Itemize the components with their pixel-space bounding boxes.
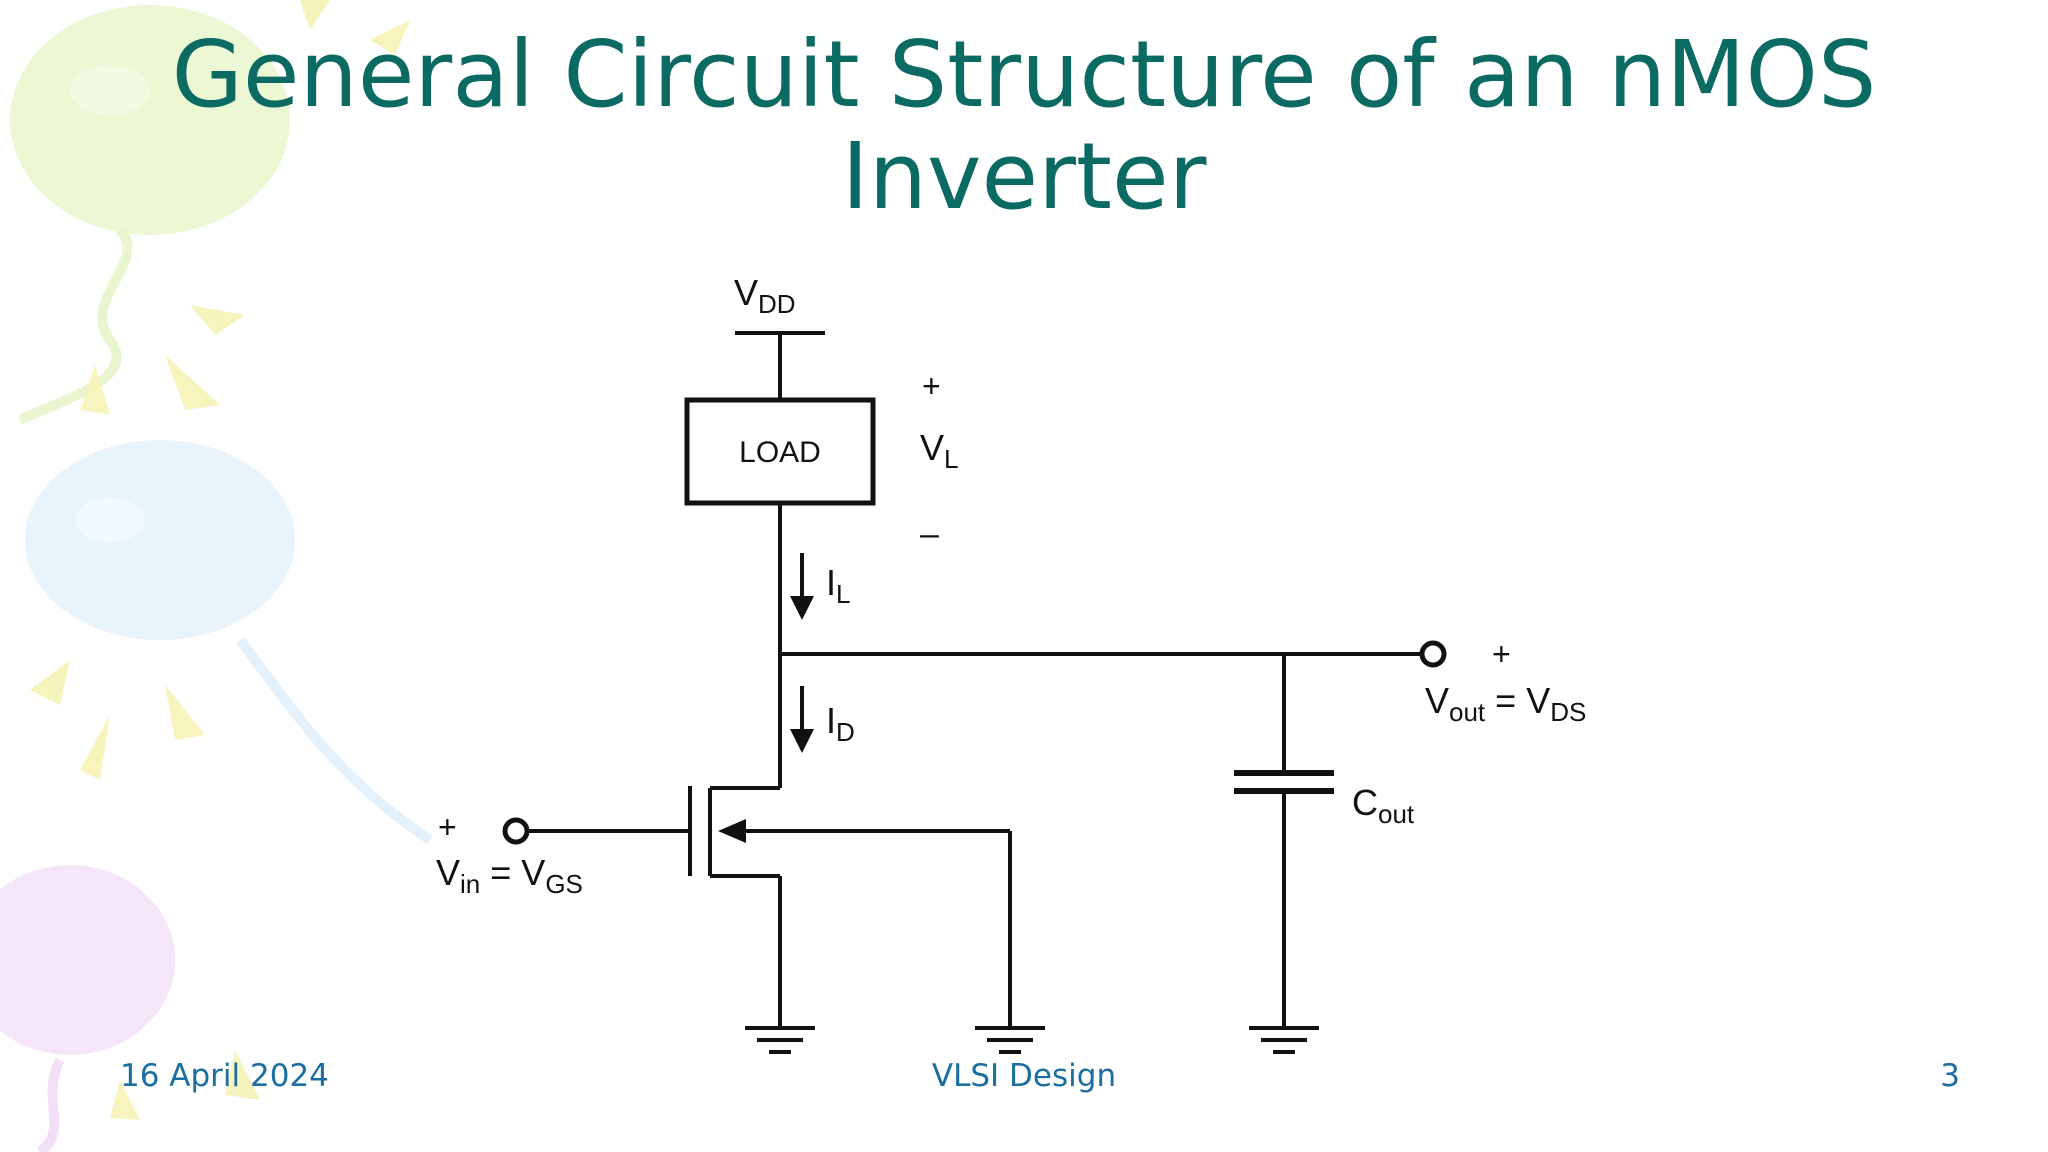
balloon-blue <box>25 440 433 845</box>
input-terminal <box>502 817 530 845</box>
confetti-shapes <box>30 0 410 1120</box>
footer-page-number: 3 <box>1940 1058 1960 1094</box>
vout-label: Vout = VDS <box>1425 680 1586 727</box>
arrowheads <box>718 596 814 843</box>
ground-symbol-source <box>745 1026 815 1054</box>
output-terminal <box>1419 640 1447 668</box>
vl-minus-sign: – <box>920 515 939 553</box>
il-arrow-head <box>790 596 814 620</box>
balloon-green <box>10 5 290 425</box>
vin-plus-sign: + <box>438 809 457 845</box>
footer-course-title: VLSI Design <box>931 1058 1117 1094</box>
slide-title: General Circuit Structure of an nMOS Inv… <box>0 24 2048 228</box>
circuit-wires <box>502 331 1447 1054</box>
id-label: ID <box>826 700 855 747</box>
vl-label: VL <box>920 427 958 474</box>
ground-symbol-body <box>975 1026 1045 1054</box>
ground-symbol-cap <box>1249 1026 1319 1054</box>
vout-plus-sign: + <box>1492 636 1511 672</box>
id-arrow-head <box>790 729 814 753</box>
il-label: IL <box>826 562 850 609</box>
body-arrow-head <box>718 819 746 843</box>
vl-plus-sign: + <box>922 368 941 404</box>
footer-date: 16 April 2024 <box>120 1058 329 1094</box>
cout-label: Cout <box>1352 782 1415 829</box>
balloon-purple <box>0 865 175 1152</box>
vin-label: Vin = VGS <box>436 852 583 899</box>
load-label: LOAD <box>739 436 821 469</box>
slide-title-line-2: Inverter <box>841 123 1207 230</box>
slide-title-line-1: General Circuit Structure of an nMOS <box>171 21 1877 128</box>
vdd-label: VDD <box>734 272 796 319</box>
